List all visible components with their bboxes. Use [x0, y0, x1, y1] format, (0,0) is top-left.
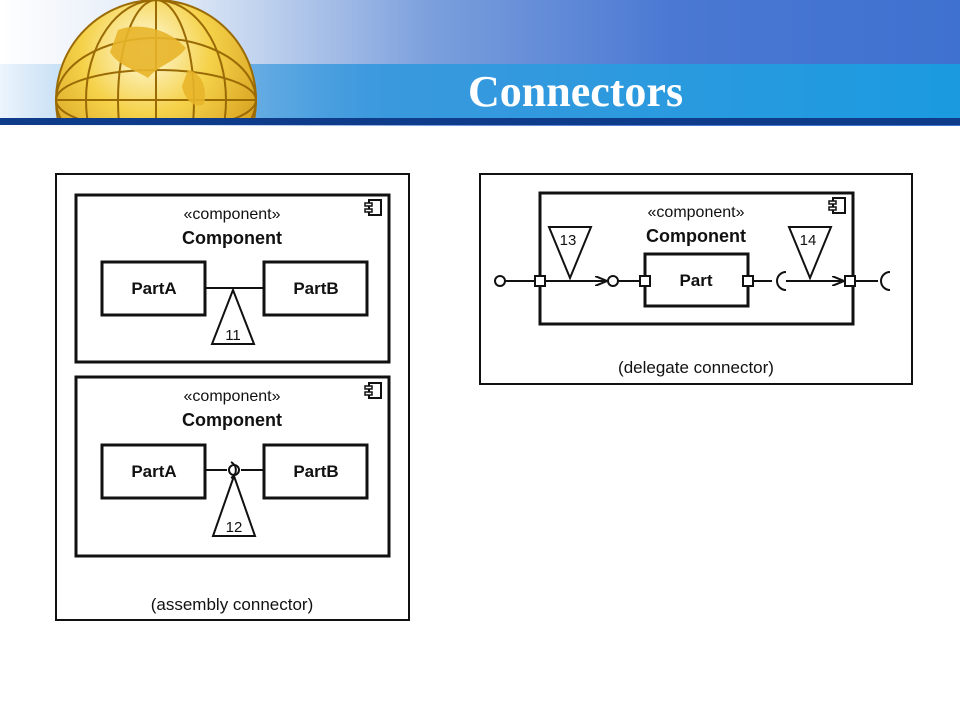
component-icon — [828, 197, 846, 214]
provided-interface-ball — [607, 275, 619, 287]
note-triangle — [787, 226, 833, 281]
assembly-connector-panel: «component» Component PartA PartB 11 «co… — [55, 173, 410, 621]
note-number: 14 — [800, 232, 817, 249]
note-triangle — [547, 226, 593, 281]
part-a-box — [100, 260, 207, 317]
port-right-outer — [844, 275, 856, 287]
required-interface-socket — [880, 271, 891, 291]
delegate-connector-panel: «component» Component Part 13 14 (delega… — [479, 173, 913, 385]
part-b-box — [262, 443, 369, 500]
component-name: Component — [182, 228, 282, 248]
stereotype-label: «component» — [184, 206, 281, 223]
delegate-caption: (delegate connector) — [618, 358, 774, 377]
provided-interface-ball — [494, 275, 506, 287]
note-number: 12 — [226, 519, 243, 536]
stereotype-label: «component» — [184, 388, 281, 405]
component-box-top: «component» Component PartA PartB 11 — [74, 193, 391, 364]
component-name: Component — [182, 410, 282, 430]
part-b-label: PartB — [293, 279, 338, 298]
note-number: 11 — [225, 327, 241, 344]
part-b-label: PartB — [293, 462, 338, 481]
component-box-bottom: «component» Component PartA PartB 12 — [74, 375, 391, 558]
required-interface-socket — [230, 461, 237, 479]
part-a-label: PartA — [131, 279, 176, 298]
port-part-left — [639, 275, 651, 287]
part-a-box — [100, 443, 207, 500]
port-part-right — [742, 275, 754, 287]
globe-icon — [55, 0, 257, 118]
slide-title: Connectors — [468, 67, 684, 116]
required-interface-socket — [776, 271, 787, 291]
note-number: 13 — [560, 232, 577, 249]
note-triangle — [211, 472, 257, 537]
component-icon — [364, 199, 382, 216]
part-label: Part — [679, 271, 712, 290]
stereotype-label: «component» — [648, 204, 745, 221]
slide-header: Connectors — [0, 0, 960, 126]
header-divider — [0, 118, 960, 125]
port-left-outer — [534, 275, 546, 287]
part-a-label: PartA — [131, 462, 176, 481]
note-triangle — [210, 287, 256, 345]
component-icon — [364, 382, 382, 399]
component-name: Component — [646, 226, 746, 246]
assembly-caption: (assembly connector) — [151, 595, 314, 614]
